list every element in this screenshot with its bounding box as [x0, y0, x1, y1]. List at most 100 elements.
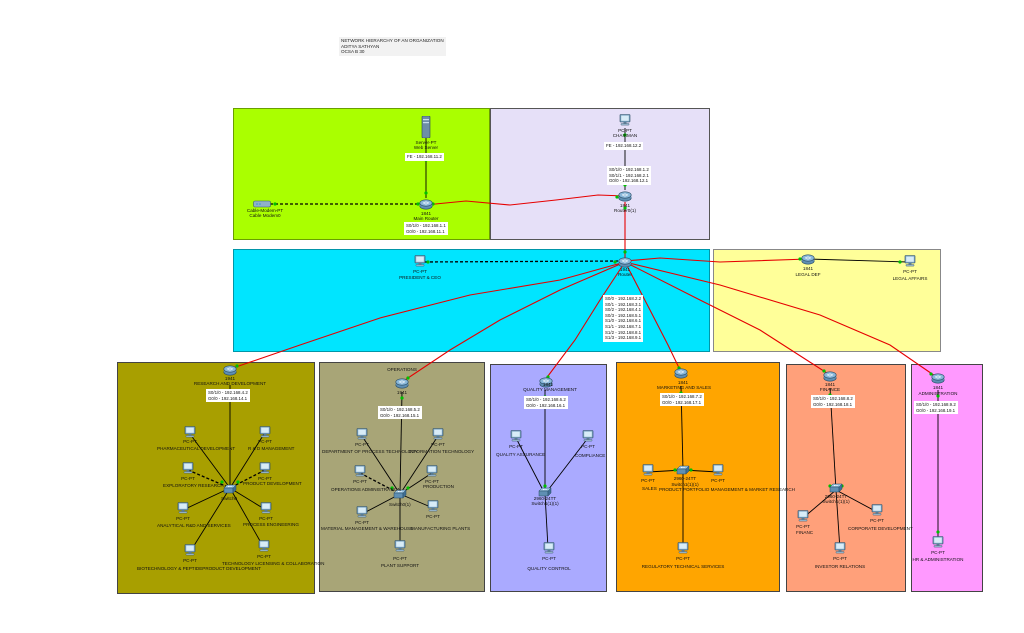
link-main-to-chairman-router — [424, 194, 626, 206]
operations-switch-icon[interactable] — [391, 488, 409, 500]
server-icon[interactable] — [421, 116, 431, 138]
title-line-3: OCSA B 30 — [341, 49, 365, 55]
operations-pc-icon-6[interactable] — [426, 500, 440, 512]
rnd-pc-name-2: R & D MANAGEMENT — [248, 446, 295, 451]
rnd-pc-icon-3[interactable] — [181, 462, 195, 474]
rnd-pc-type-6: PC-PT — [259, 516, 273, 521]
rnd-pc-icon-8[interactable] — [257, 540, 271, 552]
marketing-router-icon[interactable] — [674, 367, 688, 379]
server-name-label: Web Server — [413, 145, 439, 150]
finance-pc-icon-2[interactable] — [870, 504, 884, 516]
marketing-pc-icon-2[interactable] — [711, 464, 725, 476]
operations-pc-name-4: PRODUCTION — [423, 484, 454, 489]
modem-type-label: Cable-Modem-PT — [246, 208, 284, 213]
title-line-1: NETWORK HIERARCHY OF AN ORGANIZATION — [341, 38, 444, 43]
operations-pc-icon-1[interactable] — [355, 428, 369, 440]
link-core-to-finance — [624, 261, 831, 376]
finance-pc-icon-1[interactable] — [796, 510, 810, 522]
legal-pc-name-label: LEGAL AFFAIRS — [892, 276, 928, 281]
rnd-pc-icon-5[interactable] — [176, 502, 190, 514]
rnd-router-name-label: RESEARCH AND DEVELOPMENT — [193, 381, 267, 386]
operations-pc-icon-2[interactable] — [431, 428, 445, 440]
rnd-pc-icon-6[interactable] — [259, 502, 273, 514]
rnd-router-icon[interactable] — [223, 364, 237, 376]
rnd-pc-type-4: PC-PT — [258, 476, 272, 481]
rnd-switch-label: Switch0 — [221, 496, 238, 501]
zone-chairman — [490, 108, 710, 240]
cable-modem-icon[interactable] — [253, 200, 271, 208]
chairman-router-ip-box: S0/1/0 - 192.168.1.2 S0/1/1 - 192.168.2.… — [607, 166, 651, 185]
quality-router-icon[interactable] — [539, 376, 553, 388]
quality-switch-icon[interactable] — [536, 486, 554, 498]
legal-pc-icon[interactable] — [903, 255, 917, 267]
president-pc-icon[interactable] — [413, 255, 427, 267]
chairman-router-icon[interactable] — [618, 190, 632, 202]
link-core-to-legal-router — [624, 257, 809, 263]
quality-pc-type-2: PC-PT — [581, 444, 595, 449]
finance-router-type-label: 1841 — [824, 382, 836, 387]
operations-pc-name-7: PLANT SUPPORT — [380, 563, 420, 568]
port-status-dots — [220, 133, 940, 534]
rnd-switch-icon[interactable] — [221, 483, 239, 495]
rnd-pc-name-1: PHARMACEUTICAL DEVELOPMENT — [157, 446, 236, 451]
link-core-to-marketing — [624, 261, 682, 373]
operations-pc-name-1: DEPARTMENT OF PROCESS TECHNOLOGY — [322, 449, 418, 454]
rnd-pc-icon-2[interactable] — [258, 426, 272, 438]
finance-router-ip-box: S0/1/0 - 192.168.8.2 G0/0 - 192.168.18.1 — [811, 395, 855, 409]
operations-pc-type-7: PC-PT — [393, 556, 407, 561]
rnd-pc-type-7: PC-PT — [183, 558, 197, 563]
finance-switch-icon[interactable] — [827, 482, 845, 494]
president-type-label: PC-PT — [413, 269, 427, 274]
quality-pc-icon-2[interactable] — [581, 430, 595, 442]
operations-pc-icon-7[interactable] — [393, 540, 407, 552]
admin-pc-icon-1[interactable] — [931, 536, 945, 548]
admin-pc-type-1: PC-PT — [931, 550, 945, 555]
zone-finance — [786, 364, 906, 592]
operations-pc-icon-5[interactable] — [355, 506, 369, 518]
chairman-router-name-label: Router0(1) — [614, 208, 636, 213]
operations-pc-icon-4[interactable] — [425, 465, 439, 477]
marketing-pc-type-1: PC-PT — [641, 478, 655, 483]
marketing-pc-name-3: REGULATORY TECHNICAL SERVICES — [641, 564, 725, 569]
operations-pc-type-3: PC-PT — [353, 479, 367, 484]
rnd-pc-name-3: EXPLORATORY RESEARCH — [163, 483, 224, 488]
rnd-pc-icon-7[interactable] — [183, 544, 197, 556]
operations-pc-name-2: INFORMATION TECHNOLOGY — [409, 449, 475, 454]
marketing-pc-icon-3[interactable] — [676, 542, 690, 554]
chairman-pc-icon[interactable] — [618, 114, 632, 126]
core-router-ip-box: S0/0 - 192.168.2.2 S0/1 - 192.168.3.1 S0… — [603, 295, 644, 342]
link-core-to-quality — [544, 261, 626, 381]
marketing-switch-icon[interactable] — [674, 464, 692, 476]
finance-pc-name-3: INVESTOR RELATIONS — [814, 564, 866, 569]
legal-router-icon[interactable] — [801, 253, 815, 265]
chairman-name-label: CHAIRMAN — [612, 133, 638, 138]
rnd-pc-icon-4[interactable] — [258, 462, 272, 474]
quality-pc-icon-1[interactable] — [509, 430, 523, 442]
main-router-type-label: 1841 — [420, 211, 432, 216]
rnd-pc-name-8: TECHNOLOGY LICENSING & COLLABORATION — [222, 561, 325, 566]
quality-pc-icon-3[interactable] — [542, 542, 556, 554]
finance-pc-icon-3[interactable] — [833, 542, 847, 554]
link-core-to-admin — [624, 261, 939, 379]
main-router-icon[interactable] — [419, 198, 433, 210]
quality-switch-type-label: 2960-24TT — [533, 496, 557, 501]
marketing-pc-icon-1[interactable] — [641, 464, 655, 476]
core-router-icon[interactable] — [618, 256, 632, 268]
zone-marketing-sales — [616, 362, 780, 592]
rnd-pc-type-3: PC-PT — [181, 476, 195, 481]
finance-router-icon[interactable] — [823, 370, 837, 382]
rnd-pc-icon-1[interactable] — [183, 426, 197, 438]
operations-pc-type-4: PC-PT — [425, 479, 439, 484]
chairman-ip-box: FE - 192.168.12.2 — [604, 142, 644, 150]
operations-router-icon[interactable] — [395, 377, 409, 389]
quality-pc-type-3: PC-PT — [542, 556, 556, 561]
marketing-router-type-label: 1841 — [677, 380, 689, 385]
operations-pc-icon-3[interactable] — [353, 465, 367, 477]
modem-name-label: Cable Modem0 — [249, 213, 281, 218]
core-router-name-label: Router — [618, 272, 632, 277]
quality-router-ip-box: S0/1/0 - 192.168.6.2 G0/0 - 192.168.16.1 — [524, 396, 568, 410]
admin-router-icon[interactable] — [931, 372, 945, 384]
zone-legal — [713, 249, 941, 352]
quality-pc-name-3: QUALITY CONTROL — [527, 566, 571, 571]
